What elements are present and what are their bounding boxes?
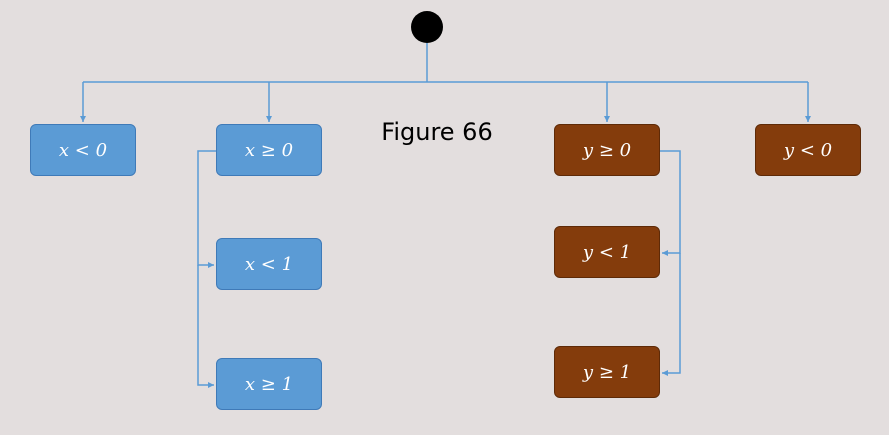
node-y-ge-0[interactable]: y ≥ 0: [554, 124, 660, 176]
connector-y-ge-0-to-y-ge-1: [662, 253, 681, 376]
node-y-lt-0[interactable]: y < 0: [755, 124, 861, 176]
connector-y-ge-0-to-y-lt-1: [660, 150, 681, 256]
connector-x-ge-0-to-x-ge-1: [197, 265, 214, 388]
start-node: [411, 11, 443, 43]
node-y-ge-1[interactable]: y ≥ 1: [554, 346, 660, 398]
figure-title: Figure 66: [381, 118, 493, 146]
node-x-ge-1[interactable]: x ≥ 1: [216, 358, 322, 410]
node-y-lt-1[interactable]: y < 1: [554, 226, 660, 278]
node-x-lt-1[interactable]: x < 1: [216, 238, 322, 290]
node-x-lt-0[interactable]: x < 0: [30, 124, 136, 176]
connector-x-ge-0-to-x-lt-1: [197, 150, 216, 268]
node-x-ge-0[interactable]: x ≥ 0: [216, 124, 322, 176]
